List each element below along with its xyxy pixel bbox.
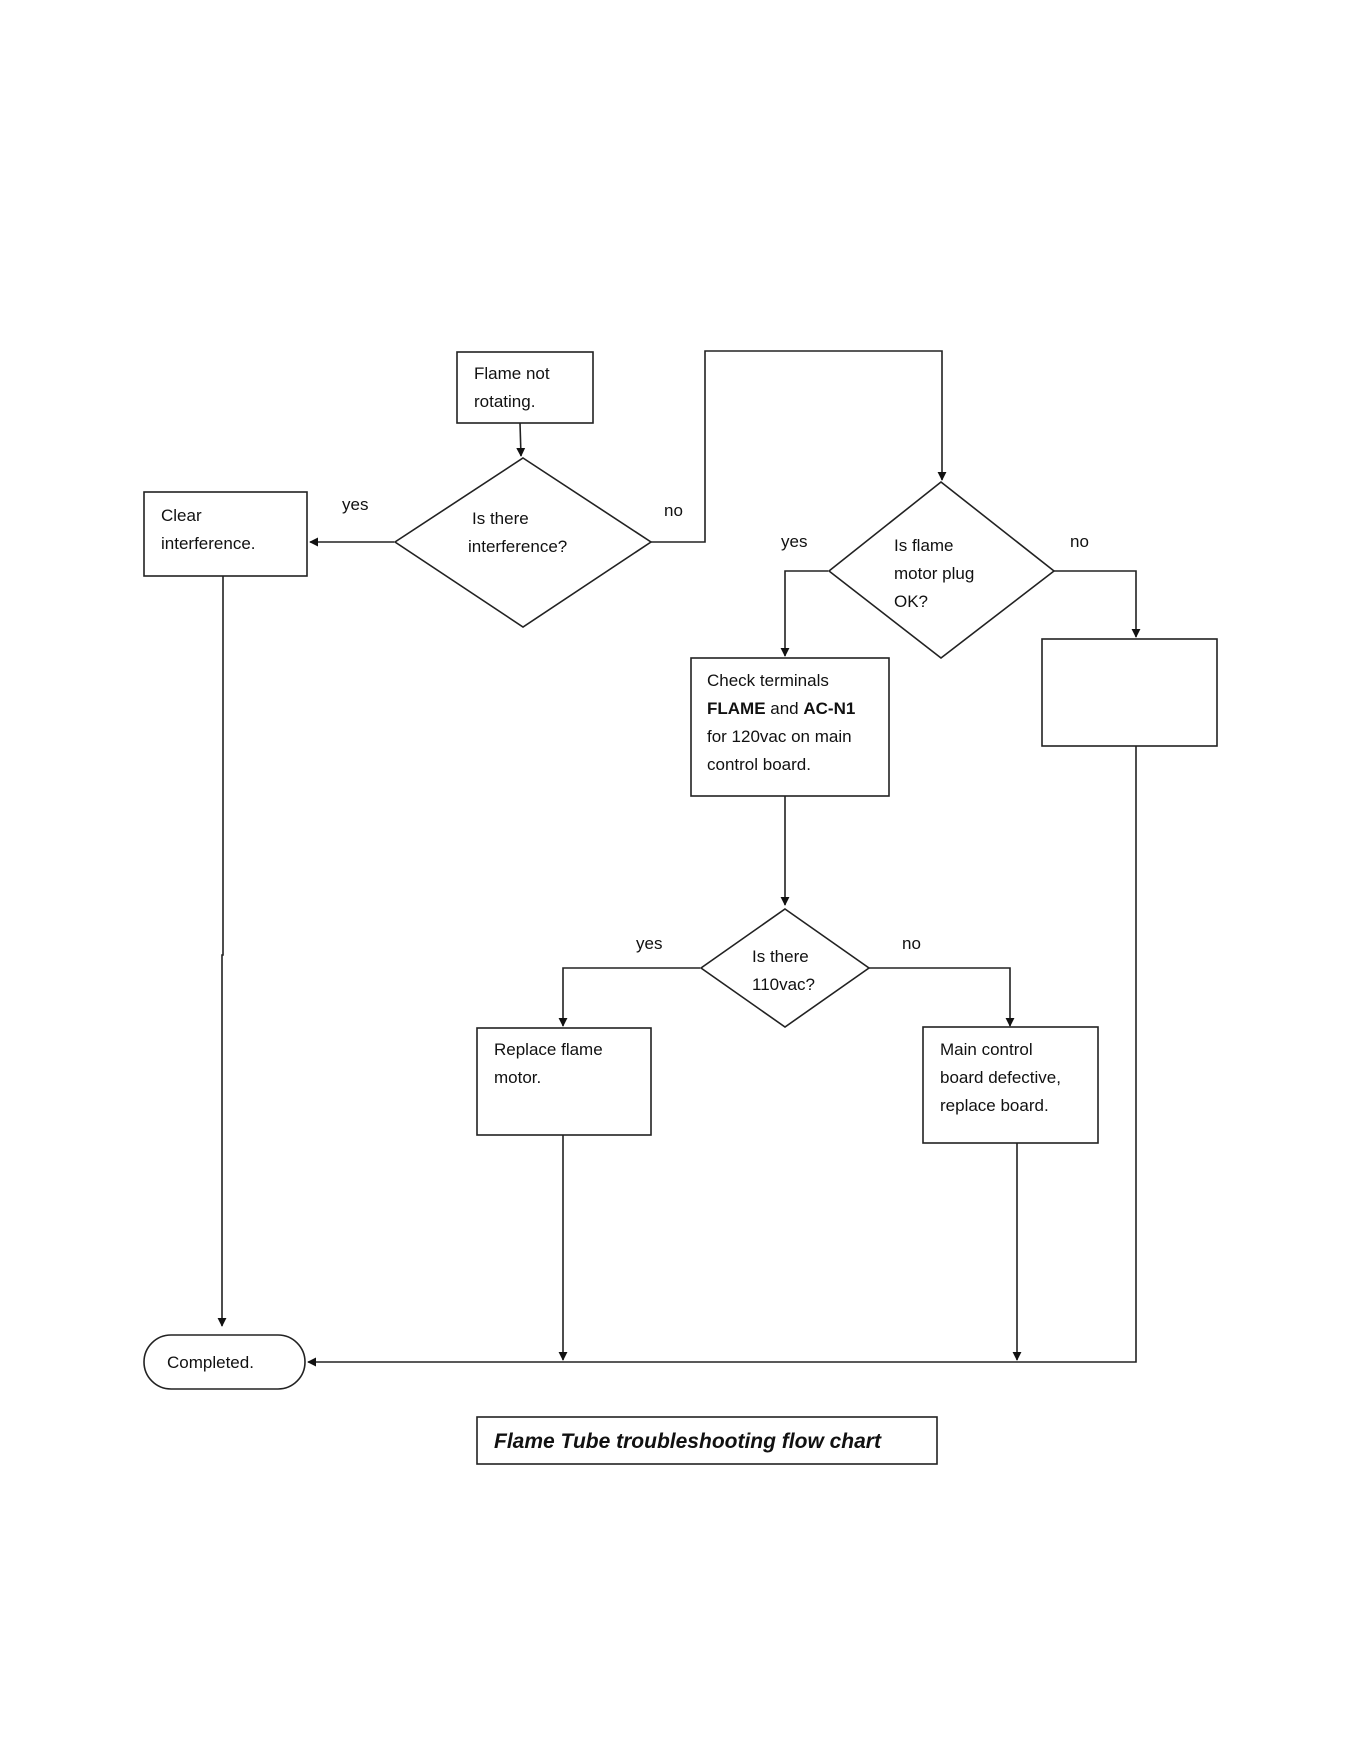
connectors [217, 350, 1141, 1367]
plug-decision [827, 480, 1056, 660]
start-box [456, 351, 594, 424]
plug-no-label: no [1070, 532, 1089, 551]
connector-interference-no [650, 350, 947, 543]
clear-interference-box [143, 491, 308, 577]
interference-decision [393, 457, 653, 628]
connector-clear-to-completed [217, 576, 227, 1327]
replace-motor-text: Replace flame motor. [494, 1040, 607, 1087]
completed-text: Completed. [167, 1353, 254, 1372]
connector-empty-box-to-completed [307, 746, 1137, 1367]
interference-no-label: no [664, 501, 683, 520]
110vac-decision [699, 908, 871, 1028]
completed-terminator [143, 1334, 306, 1390]
main-board-box [922, 1026, 1099, 1144]
clear-interference-text: Clear interference. [161, 506, 256, 553]
main-board-text: Main control board defective, replace bo… [940, 1040, 1066, 1115]
interference-question-text: Is there interference? [468, 509, 567, 556]
connector-110vac-no [869, 967, 1015, 1027]
110vac-no-label: no [902, 934, 921, 953]
start-text: Flame not rotating. [474, 364, 554, 411]
connector-plug-no [1054, 570, 1141, 638]
110vac-yes-label: yes [636, 934, 662, 953]
110vac-question-text: Is there 110vac? [752, 947, 815, 994]
connector-start-to-interference [516, 422, 526, 457]
chart-title: Flame Tube troubleshooting flow chart [494, 1430, 882, 1453]
interference-yes-label: yes [342, 495, 368, 514]
connector-110vac-yes [558, 967, 700, 1027]
replace-motor-box [476, 1027, 652, 1136]
empty-action-box [1041, 638, 1218, 747]
title-box [476, 1416, 938, 1465]
plug-yes-label: yes [781, 532, 807, 551]
check-terminals-box [690, 657, 890, 797]
connector-plug-yes [780, 570, 828, 657]
plug-question-text: Is flame motor plug OK? [894, 536, 979, 611]
check-terminals-text: Check terminals FLAME and AC-N1 for 120v… [707, 671, 860, 774]
